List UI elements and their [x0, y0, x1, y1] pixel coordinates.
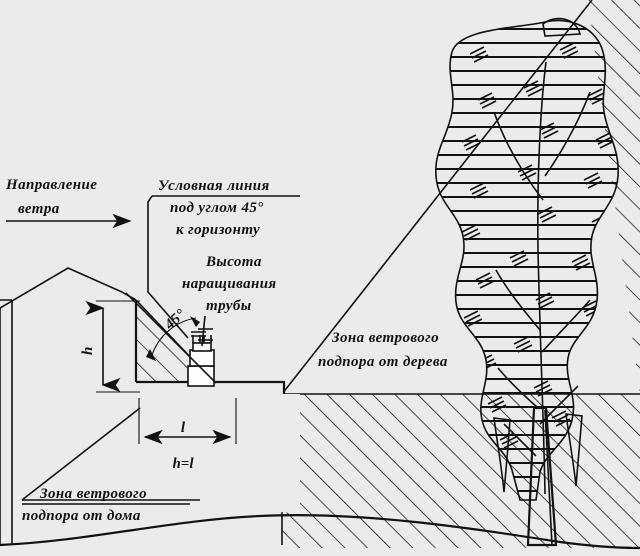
tree-trunk	[526, 406, 558, 547]
wind-direction-group: Направление ветра	[5, 177, 132, 229]
height-dimension	[85, 300, 140, 393]
angle-45-label: 45°	[161, 306, 189, 333]
tree-zone-label-1: Зона ветрового	[331, 330, 439, 346]
tree-lower-lobes	[493, 413, 583, 493]
angle-arc-icon	[146, 316, 200, 361]
wind-direction-label-line1: Направление	[5, 177, 97, 193]
house-zone-label-2: подпора от дома	[22, 508, 141, 524]
conditional-line-label-3: к горизонту	[176, 222, 260, 238]
pipe-height-leader	[201, 315, 206, 347]
tree-zone-label-2: подпора от дерева	[318, 354, 448, 370]
length-label-l: l	[181, 420, 186, 436]
house-roof-left-slope	[0, 267, 123, 309]
tree-branches	[493, 61, 591, 495]
tree-zone-label-group: Зона ветрового подпора от дерева	[318, 330, 448, 370]
conditional-line-label-1: Условная линия	[158, 178, 270, 194]
pipe-height-label-2: наращивания	[182, 276, 277, 292]
chimney-shaft	[189, 349, 215, 367]
pipe-height-label-1: Высота	[205, 254, 262, 270]
length-dimension	[138, 398, 237, 445]
wind-direction-label-line2: ветра	[18, 201, 60, 217]
pipe-height-label-3: трубы	[206, 298, 252, 314]
ground-line	[0, 514, 640, 550]
house-zone-45-line	[21, 407, 141, 501]
tree-leaf-marks	[461, 42, 615, 449]
house-zone-label-group: Зона ветрового подпора от дома	[22, 486, 190, 524]
conditional-45-line	[125, 292, 217, 384]
conditional-line-label-group: Условная линия под углом 45° к горизонту	[147, 178, 300, 339]
height-label-h: h	[80, 347, 96, 355]
house-zone-label-1: Зона ветрового	[39, 486, 147, 502]
conditional-line-label-2: под углом 45°	[170, 200, 264, 216]
pipe-height-label-group: Высота наращивания трубы	[182, 254, 277, 347]
relation-label-h-equals-l: h=l	[172, 456, 194, 472]
